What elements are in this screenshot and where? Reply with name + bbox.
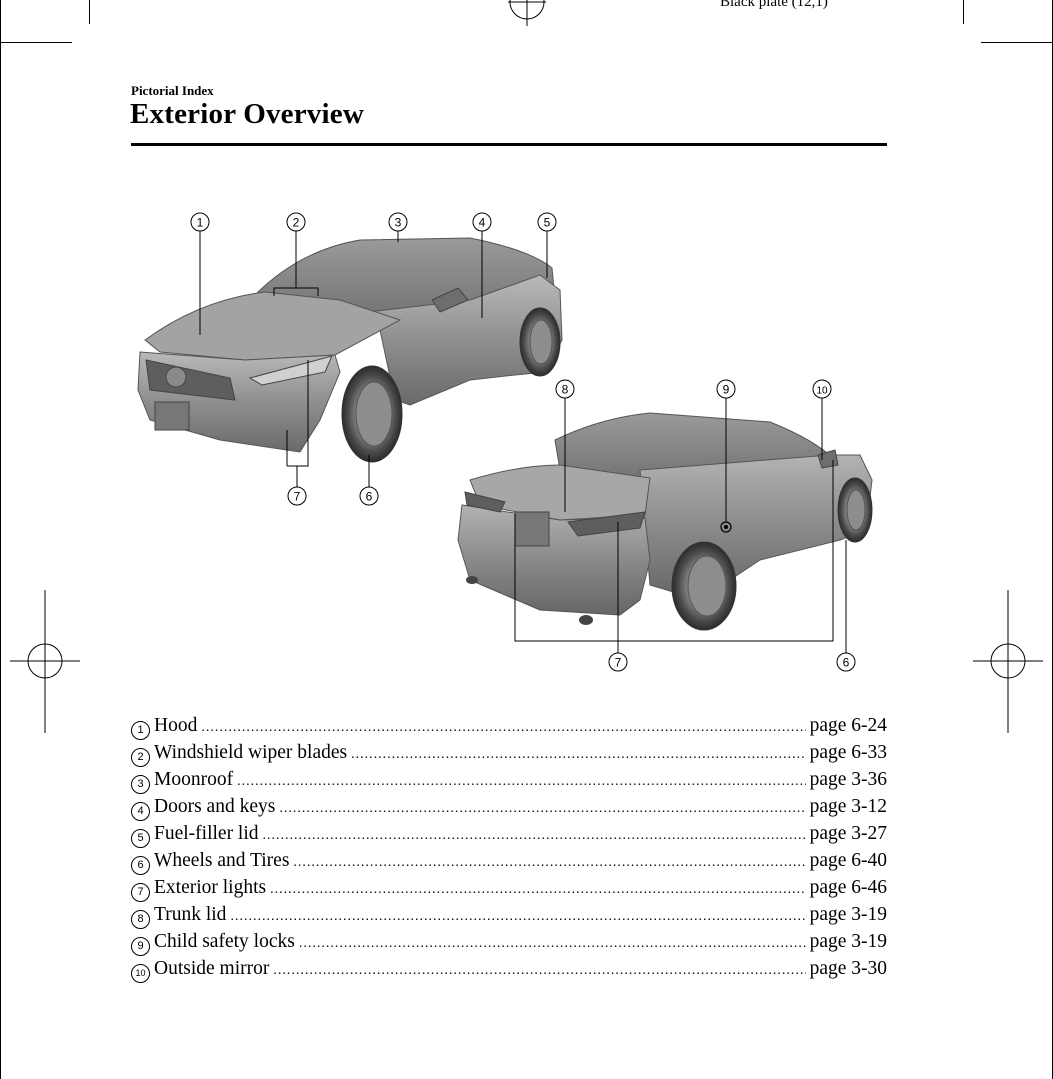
index-page-ref[interactable]: page 3-27	[809, 823, 887, 844]
index-number: 4	[131, 802, 150, 821]
callout-6-rear: 6	[836, 652, 856, 672]
index-row-outside-mirror: 10 Outside mirror page 3-30	[131, 955, 887, 984]
callout-7-label: 7	[615, 656, 622, 670]
dot-leader	[299, 930, 806, 957]
callout-9: 9	[716, 379, 736, 399]
index-label: Moonroof	[154, 769, 234, 790]
callout-7-front: 7	[287, 486, 307, 506]
index-row-moonroof: 3 Moonroof page 3-36	[131, 766, 887, 795]
index-page-ref[interactable]: page 3-30	[809, 958, 887, 979]
index-row-trunk-lid: 8 Trunk lid page 3-19	[131, 901, 887, 930]
callout-10: 10	[812, 379, 832, 399]
rear-car-image	[457, 412, 873, 631]
index-number: 2	[131, 748, 150, 767]
index-label: Wheels and Tires	[154, 850, 290, 871]
callout-5-label: 5	[544, 216, 551, 230]
registration-mark-right	[973, 590, 1043, 733]
callout-7-label: 7	[294, 490, 301, 504]
index-page-ref[interactable]: page 6-33	[809, 742, 887, 763]
registration-mark-top	[508, 0, 546, 26]
crop-mark	[981, 42, 1053, 43]
callout-1-label: 1	[197, 216, 204, 230]
page-title: Exterior Overview	[130, 98, 364, 130]
callout-8: 8	[555, 379, 575, 399]
dot-leader	[237, 768, 805, 795]
callout-6-label: 6	[843, 656, 850, 670]
index-number: 1	[131, 721, 150, 740]
index-page-ref[interactable]: page 6-40	[809, 850, 887, 871]
callout-5: 5	[537, 212, 557, 232]
callout-9-label: 9	[723, 383, 730, 397]
crop-mark	[963, 0, 964, 24]
crop-mark	[0, 42, 72, 43]
index-label: Doors and keys	[154, 796, 276, 817]
index-row-exterior-lights: 7 Exterior lights page 6-46	[131, 874, 887, 903]
index-label: Outside mirror	[154, 958, 270, 979]
plate-label: Black plate (12,1)	[720, 0, 828, 10]
index-row-fuel-filler-lid: 5 Fuel-filler lid page 3-27	[131, 820, 887, 849]
callout-3: 3	[388, 212, 408, 232]
page-edge-left	[0, 0, 1, 1079]
index-label: Hood	[154, 715, 198, 736]
index-label: Child safety locks	[154, 931, 295, 952]
callout-3-label: 3	[395, 216, 402, 230]
dot-leader	[201, 714, 805, 741]
index-list: 1 Hood page 6-24 2 Windshield wiper blad…	[131, 712, 887, 984]
callout-7-rear: 7	[608, 652, 628, 672]
index-number: 5	[131, 829, 150, 848]
callout-8-label: 8	[562, 383, 569, 397]
leader-lines	[199, 231, 847, 653]
index-number: 3	[131, 775, 150, 794]
index-page-ref[interactable]: page 3-19	[809, 931, 887, 952]
index-label: Windshield wiper blades	[154, 742, 348, 763]
dot-leader	[293, 849, 805, 876]
index-row-wheels-and-tires: 6 Wheels and Tires page 6-40	[131, 847, 887, 876]
index-page-ref[interactable]: page 3-19	[809, 904, 887, 925]
callout-6-front: 6	[359, 486, 379, 506]
dot-leader	[263, 822, 806, 849]
callout-4: 4	[472, 212, 492, 232]
dot-leader	[273, 957, 805, 984]
index-number: 8	[131, 910, 150, 929]
dot-leader	[279, 795, 805, 822]
callout-6-label: 6	[366, 490, 373, 504]
index-row-hood: 1 Hood page 6-24	[131, 712, 887, 741]
callout-10-label: 10	[816, 386, 828, 397]
index-number: 10	[131, 964, 150, 983]
section-label: Pictorial Index	[131, 83, 214, 98]
index-row-windshield-wiper-blades: 2 Windshield wiper blades page 6-33	[131, 739, 887, 768]
callout-2: 2	[286, 212, 306, 232]
index-row-doors-and-keys: 4 Doors and keys page 3-12	[131, 793, 887, 822]
callout-2-label: 2	[293, 216, 300, 230]
index-page-ref[interactable]: page 6-24	[809, 715, 887, 736]
index-label: Trunk lid	[154, 904, 227, 925]
dot-leader	[270, 876, 805, 903]
dot-leader	[230, 903, 805, 930]
callout-1: 1	[190, 212, 210, 232]
dot-leader	[351, 741, 805, 768]
index-row-child-safety-locks: 9 Child safety locks page 3-19	[131, 928, 887, 957]
index-label: Fuel-filler lid	[154, 823, 259, 844]
index-label: Exterior lights	[154, 877, 267, 898]
index-page-ref[interactable]: page 3-36	[809, 769, 887, 790]
index-number: 6	[131, 856, 150, 875]
front-car-image	[137, 237, 563, 463]
registration-mark-left	[10, 590, 80, 733]
title-rule	[131, 143, 887, 146]
index-page-ref[interactable]: page 6-46	[809, 877, 887, 898]
index-page-ref[interactable]: page 3-12	[809, 796, 887, 817]
index-number: 9	[131, 937, 150, 956]
crop-mark	[89, 0, 90, 24]
callout-4-label: 4	[479, 216, 486, 230]
index-number: 7	[131, 883, 150, 902]
